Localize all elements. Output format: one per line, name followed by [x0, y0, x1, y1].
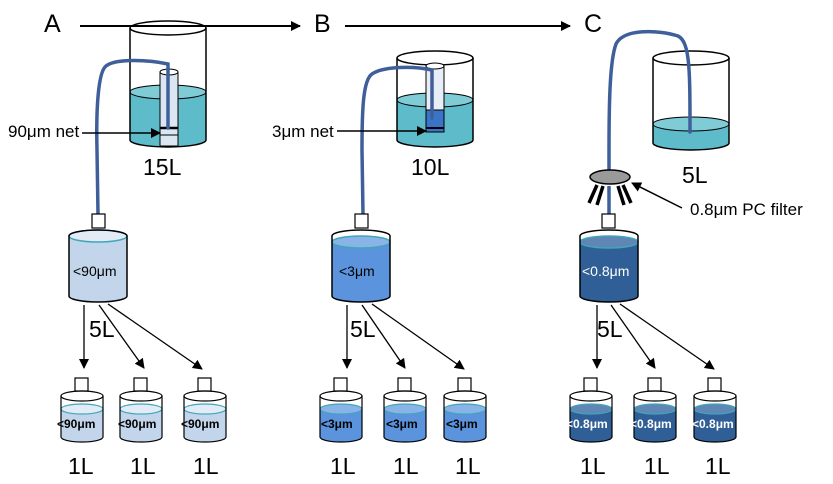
aliquot-volume-c-2: 1L — [644, 453, 670, 479]
aliquot-bottle-b-2 — [383, 377, 427, 443]
aliquot-label-c-1: <0.8μm — [566, 417, 608, 431]
aliquot-label-a-2: <90μm — [118, 417, 157, 431]
aliquot-bottle-b-1 — [319, 377, 363, 443]
carboy-label-c: <0.8μm — [582, 263, 630, 279]
carboy-label-a: <90μm — [73, 263, 117, 279]
aliquot-label-b-2: <3μm — [386, 417, 418, 431]
aliquot-volume-a-1: 1L — [68, 453, 94, 479]
aliquot-bottle-a-2 — [119, 377, 163, 443]
split-volume-a: 5L — [89, 316, 115, 342]
aliquot-bottle-a-1 — [60, 377, 104, 443]
source-volume-a: 15L — [143, 154, 182, 180]
step-label-c: C — [584, 10, 603, 38]
split-arrows-c — [592, 303, 715, 370]
carboy-b — [331, 213, 391, 303]
step-label-b: B — [314, 10, 331, 38]
carboy-c — [579, 213, 639, 303]
aliquot-label-a-1: <90μm — [57, 417, 96, 431]
aliquot-volume-a-3: 1L — [193, 453, 219, 479]
aliquot-volume-a-2: 1L — [130, 453, 156, 479]
stage-b — [319, 50, 487, 443]
aliquot-label-b-3: <3μm — [446, 417, 478, 431]
tube-a — [95, 58, 170, 216]
aliquot-bottle-c-3 — [693, 377, 737, 443]
source-volume-b: 10L — [411, 154, 450, 180]
aliquot-label-b-1: <3μm — [321, 417, 353, 431]
split-volume-c: 5L — [597, 316, 623, 342]
source-volume-c: 5L — [682, 162, 708, 188]
aliquot-volume-b-2: 1L — [393, 453, 419, 479]
split-arrows-a — [79, 303, 203, 370]
stage-c — [569, 29, 737, 443]
source-beaker-b — [396, 50, 474, 148]
split-arrows-b — [342, 303, 465, 370]
aliquot-volume-b-1: 1L — [330, 453, 356, 479]
aliquot-label-c-2: <0.8μm — [630, 417, 672, 431]
aliquot-label-c-3: <0.8μm — [692, 417, 734, 431]
carboy-label-b: <3μm — [339, 263, 375, 279]
carboy-a — [68, 213, 128, 303]
aliquot-bottle-b-3 — [443, 377, 487, 443]
aliquot-bottle-c-2 — [633, 377, 677, 443]
tube-b — [360, 65, 434, 216]
filter-pointer-c — [631, 182, 683, 209]
split-volume-b: 5L — [350, 316, 376, 342]
step-label-a: A — [44, 10, 61, 38]
net-annotation-b: 3μm net — [272, 122, 334, 141]
aliquot-volume-c-1: 1L — [580, 453, 606, 479]
tube-c — [607, 29, 692, 172]
pc-filter-holder — [587, 169, 633, 206]
stage-a — [60, 20, 227, 443]
aliquot-volume-c-3: 1L — [705, 453, 731, 479]
aliquot-label-a-3: <90μm — [181, 417, 220, 431]
aliquot-volume-b-3: 1L — [455, 453, 481, 479]
aliquot-bottle-c-1 — [569, 377, 613, 443]
net-annotation-a: 90μm net — [8, 122, 80, 141]
filter-annotation-c: 0.8μm PC filter — [690, 200, 803, 219]
aliquot-bottle-a-3 — [183, 377, 227, 443]
